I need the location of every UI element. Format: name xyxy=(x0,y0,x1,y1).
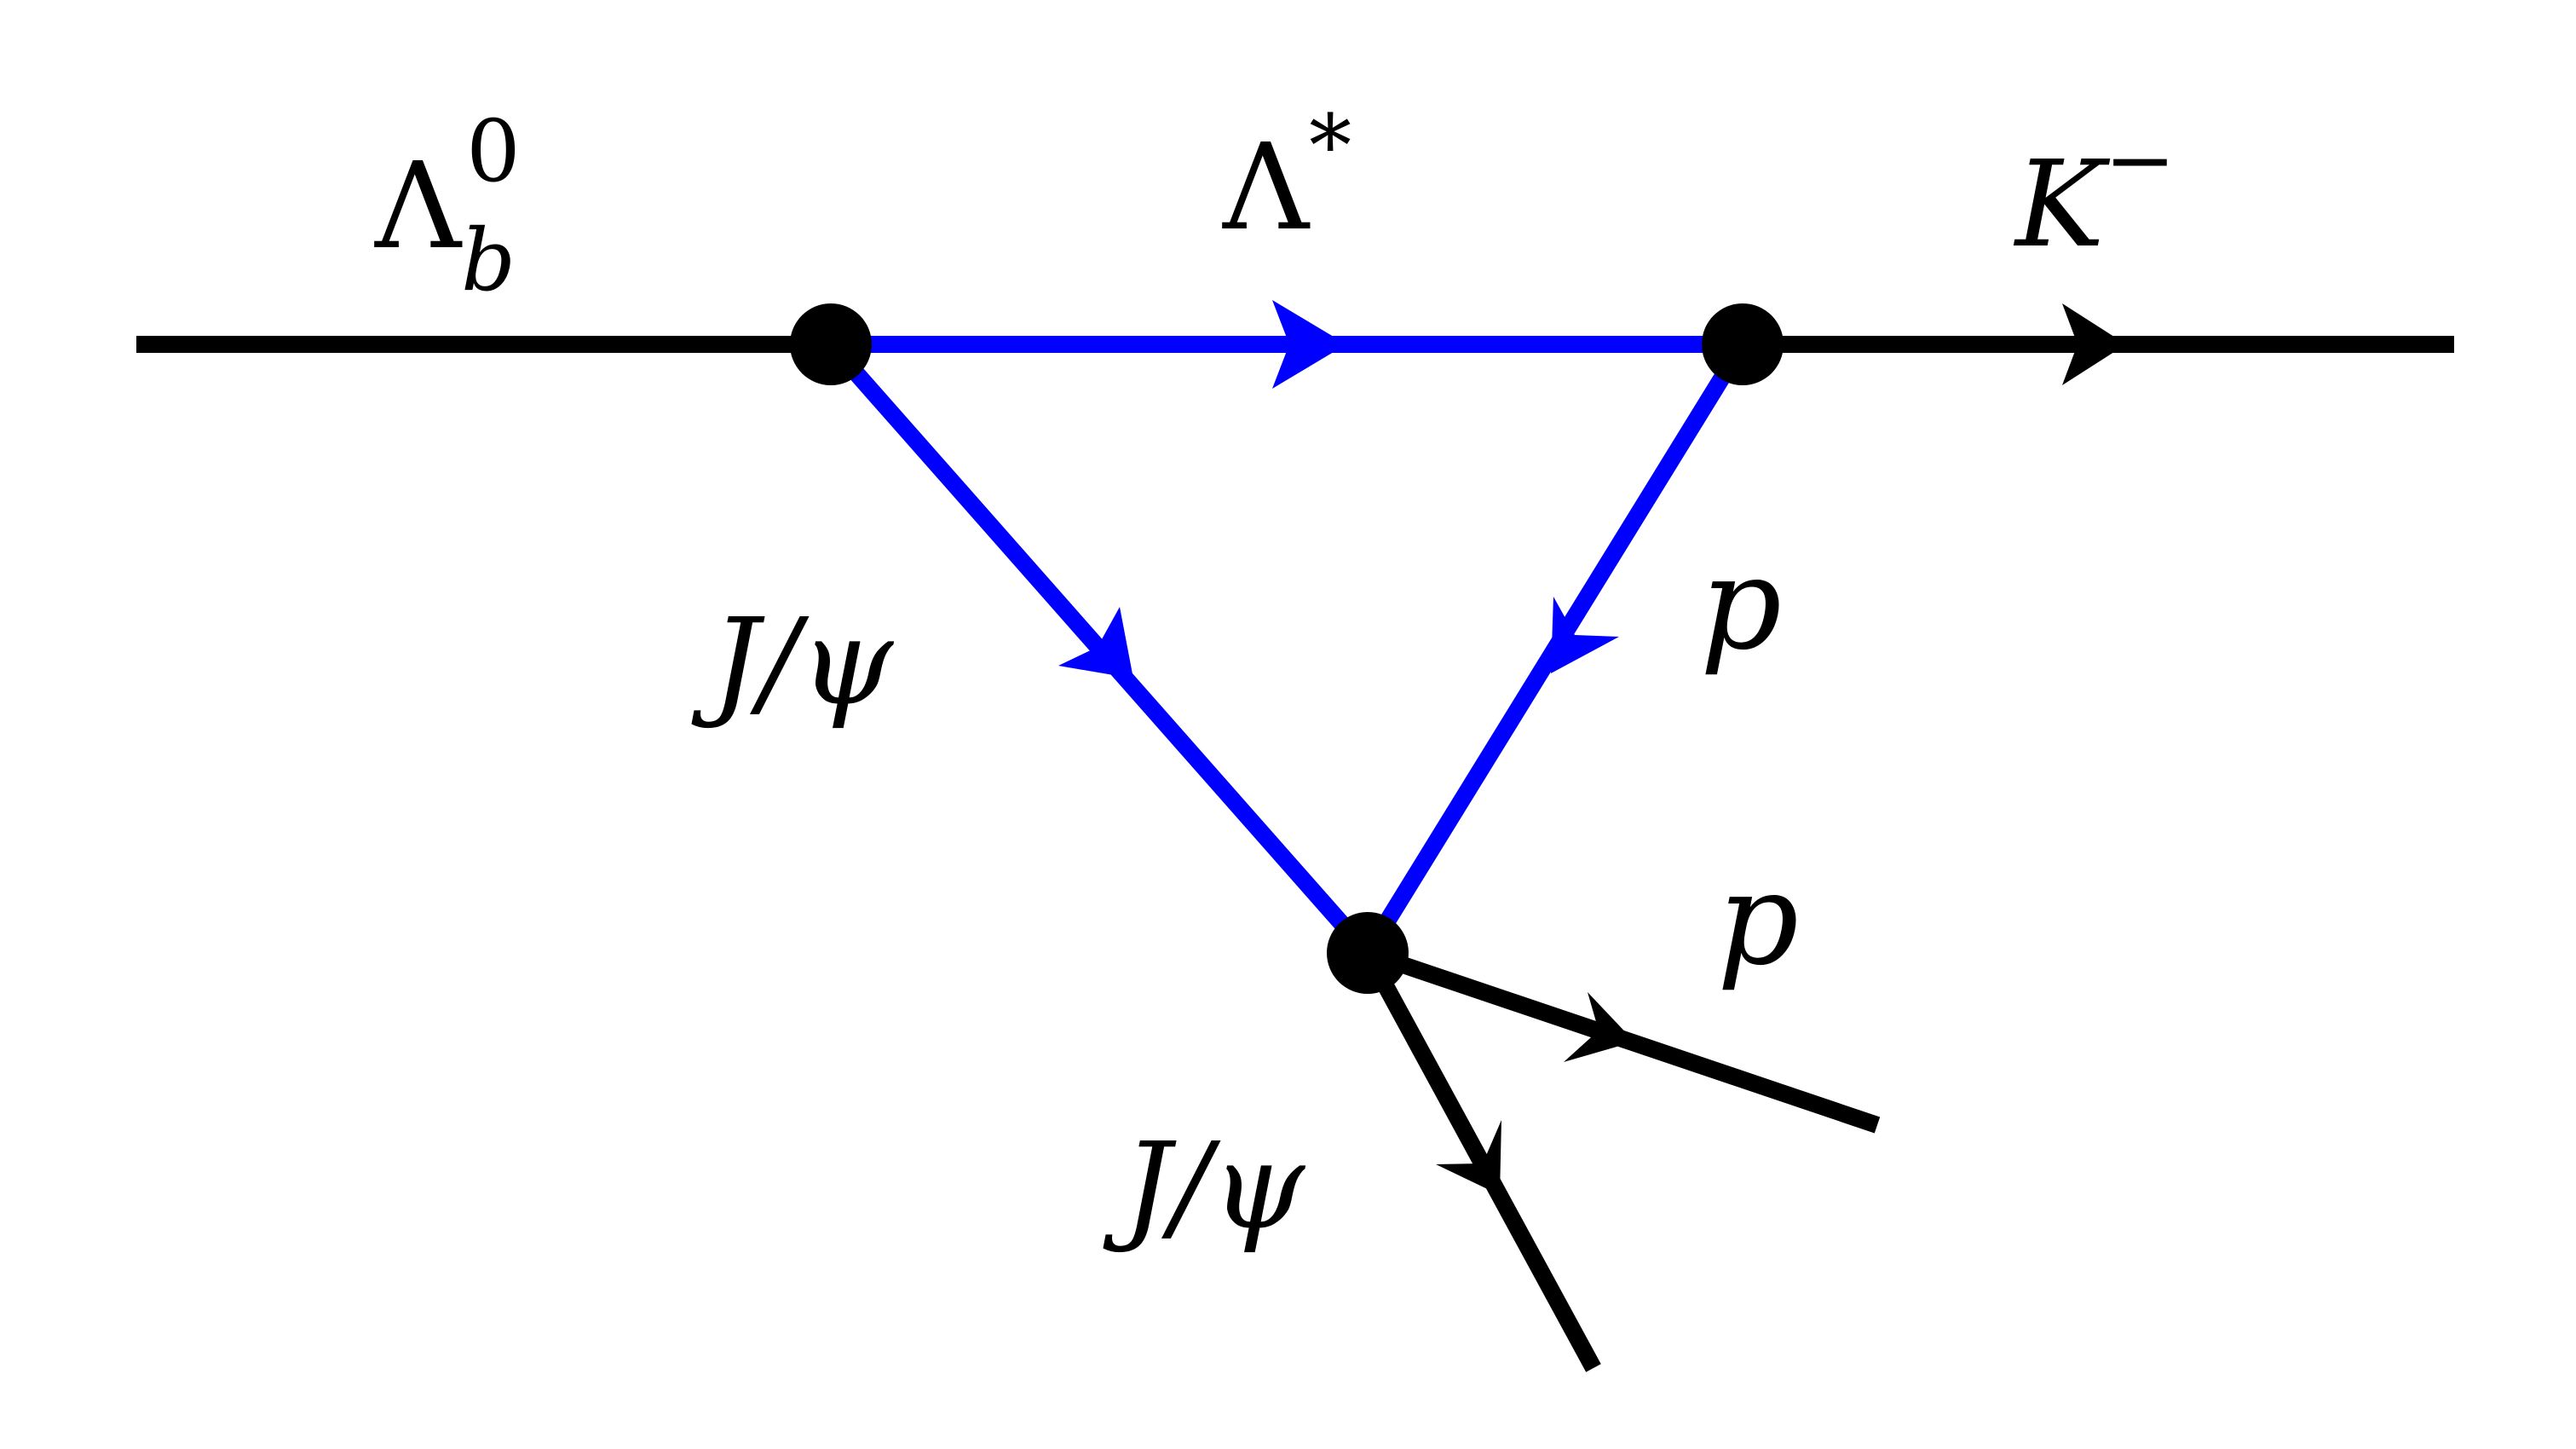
vertex-rescattering xyxy=(1327,912,1409,994)
jpsi-internal-arrow-icon xyxy=(1058,607,1133,678)
vertex-k-emission xyxy=(1702,303,1784,385)
lambda-star-arrow-icon xyxy=(1272,300,1346,389)
jpsi-outgoing-label: J/ψ xyxy=(1103,1117,1305,1256)
jpsi-outgoing-line xyxy=(1360,949,1601,1372)
jpsi-internal-label: J/ψ xyxy=(691,593,894,732)
k-minus-label: K− xyxy=(2013,110,2175,274)
k-minus-arrow-icon xyxy=(2062,303,2126,385)
lambda-b-label: Λb0 xyxy=(374,101,521,310)
proton-outgoing-label: p xyxy=(1717,846,1799,994)
vertex-production xyxy=(790,303,872,385)
proton-outgoing-arrow-icon xyxy=(1564,992,1634,1062)
lambda-star-label: Λ* xyxy=(1222,96,1351,257)
jpsi-outgoing-arrow-icon xyxy=(1436,1120,1501,1195)
proton-internal-arrow-icon xyxy=(1551,597,1619,673)
proton-internal-label: p xyxy=(1700,530,1782,678)
